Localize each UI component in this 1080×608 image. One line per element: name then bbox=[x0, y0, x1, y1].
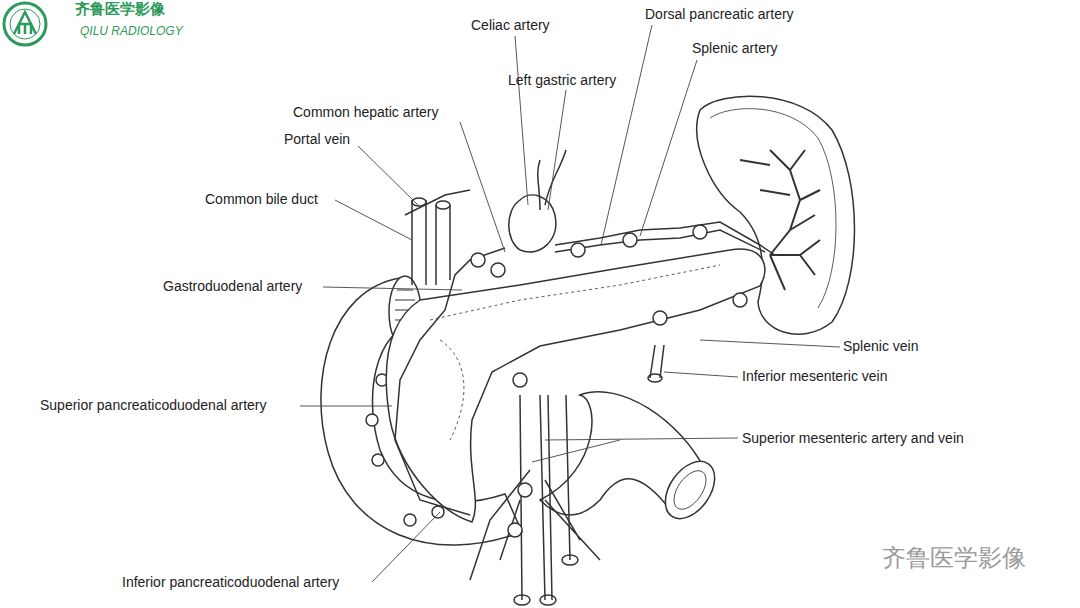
leader-lines bbox=[700, 340, 840, 347]
leader-lines bbox=[358, 146, 418, 205]
blood-vessels bbox=[518, 483, 532, 497]
blood-vessels bbox=[471, 253, 485, 267]
leader-lines bbox=[515, 36, 528, 205]
hospital-logo bbox=[10, 9, 40, 39]
anatomy-label: Celiac artery bbox=[471, 18, 550, 32]
anatomy-label: Portal vein bbox=[284, 132, 350, 146]
anatomy-label: Dorsal pancreatic artery bbox=[645, 7, 794, 21]
leader-lines bbox=[548, 90, 566, 210]
blood-vessels bbox=[540, 595, 556, 605]
leader-lines bbox=[640, 60, 697, 236]
blood-vessels bbox=[405, 190, 470, 215]
blood-vessels bbox=[538, 150, 566, 210]
leader-lines bbox=[460, 122, 505, 252]
leader-lines bbox=[532, 438, 738, 462]
anatomy-label: Common bile duct bbox=[205, 192, 318, 206]
blood-vessels bbox=[555, 230, 765, 252]
leader-lines bbox=[300, 406, 392, 407]
blood-vessels bbox=[733, 293, 747, 307]
blood-vessels bbox=[470, 470, 600, 580]
blood-vessels bbox=[513, 373, 527, 387]
anatomy-label: Superior pancreaticoduodenal artery bbox=[40, 398, 266, 412]
blood-vessels bbox=[571, 243, 585, 257]
leader-lines bbox=[335, 200, 412, 240]
blood-vessels bbox=[623, 233, 637, 247]
watermark: QILU RADIOLOGY bbox=[80, 25, 183, 37]
blood-vessels bbox=[491, 263, 505, 277]
blood-vessels bbox=[514, 595, 530, 605]
leader-lines bbox=[601, 25, 652, 245]
leader-lines bbox=[323, 287, 462, 290]
anatomy-label: Inferior pancreaticoduodenal artery bbox=[122, 575, 339, 589]
blood-vessels bbox=[653, 311, 667, 325]
hospital-logo bbox=[14, 12, 36, 34]
leader-lines bbox=[372, 512, 440, 582]
blood-vessels bbox=[395, 248, 505, 515]
pancreas bbox=[430, 265, 720, 440]
leader-lines bbox=[664, 372, 738, 377]
anatomy-label: Splenic artery bbox=[692, 41, 778, 55]
anatomy-label: Superior mesenteric artery and vein bbox=[742, 431, 964, 445]
jejunum bbox=[655, 452, 724, 527]
jejunum bbox=[668, 465, 713, 515]
duodenum bbox=[366, 414, 378, 426]
blood-vessels bbox=[562, 555, 578, 565]
blood-vessels bbox=[395, 150, 775, 605]
watermark: 齐鲁医学影像 bbox=[882, 546, 1026, 570]
duodenum bbox=[432, 506, 444, 518]
blood-vessels bbox=[555, 222, 775, 255]
watermark: 齐鲁医学影像 bbox=[75, 2, 165, 17]
blood-vessels bbox=[650, 345, 664, 378]
blood-vessels bbox=[508, 523, 522, 537]
anatomy-label: Common hepatic artery bbox=[293, 105, 439, 119]
duodenum bbox=[372, 454, 384, 466]
anatomy-label: Left gastric artery bbox=[508, 73, 616, 87]
duodenum bbox=[404, 514, 416, 526]
blood-vessels bbox=[648, 374, 662, 382]
anatomy-label: Gastroduodenal artery bbox=[163, 279, 302, 293]
anatomy-label: Splenic vein bbox=[843, 339, 919, 353]
blood-vessels bbox=[520, 395, 570, 600]
blood-vessels bbox=[693, 225, 707, 239]
anatomy-label: Inferior mesenteric vein bbox=[742, 369, 888, 383]
hospital-logo bbox=[4, 3, 46, 45]
blood-vessels bbox=[436, 201, 450, 209]
blood-vessels bbox=[412, 200, 450, 285]
hospital-logo bbox=[4, 3, 46, 45]
